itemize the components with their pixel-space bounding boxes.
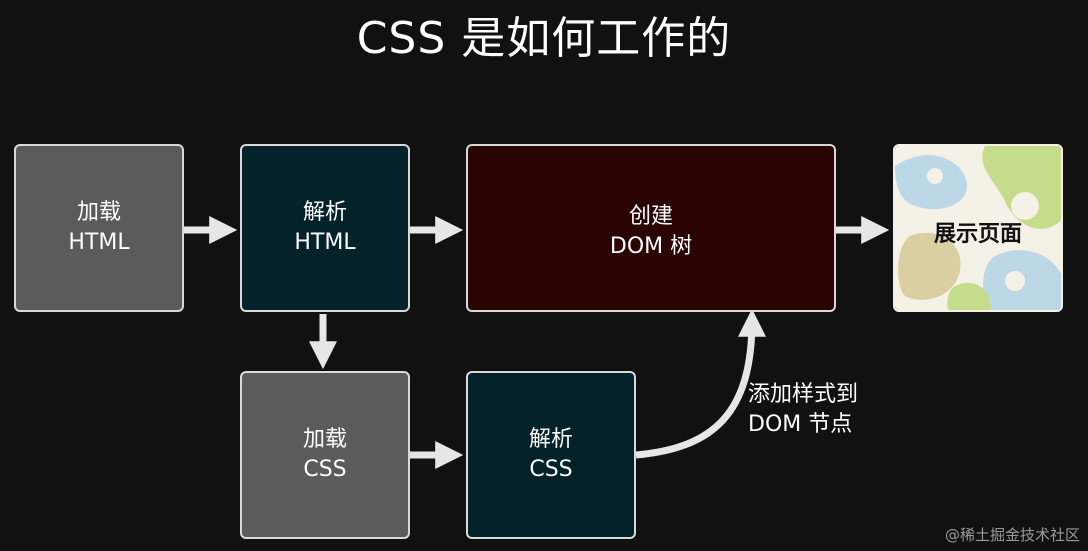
node-create-dom-line2: DOM 树 [609,234,693,259]
node-parse-css-line1: 解析 [528,427,573,452]
edge-caption-line1: 添加样式到 [748,382,859,407]
source-credit: @稀土掘金技术社区 [944,526,1080,544]
page-illustration [895,146,1061,310]
node-parse-html: 解析 HTML [240,144,410,312]
node-load-html-line2: HTML [68,230,130,255]
node-create-dom-line1: 创建 [628,204,673,229]
node-show-page-label: 展示页面 [933,222,1022,247]
node-load-html: 加载 HTML [14,144,184,312]
node-load-css: 加载 CSS [240,371,410,539]
node-parse-css: 解析 CSS [466,371,636,539]
arrow-parse-css-to-create-dom [635,308,766,459]
node-show-page: 展示页面 [893,144,1063,312]
node-parse-css-line2: CSS [529,457,573,482]
node-load-html-line1: 加载 [76,200,121,225]
edge-caption-line2: DOM 节点 [748,412,853,437]
node-load-css-line2: CSS [303,457,347,482]
node-create-dom: 创建 DOM 树 [466,144,836,312]
diagram-title: CSS 是如何工作的 [356,13,732,64]
node-parse-html-line2: HTML [294,230,356,255]
node-load-css-line1: 加载 [302,427,347,452]
edge-caption: 添加样式到 DOM 节点 [748,380,898,440]
node-parse-html-line1: 解析 [302,200,347,225]
